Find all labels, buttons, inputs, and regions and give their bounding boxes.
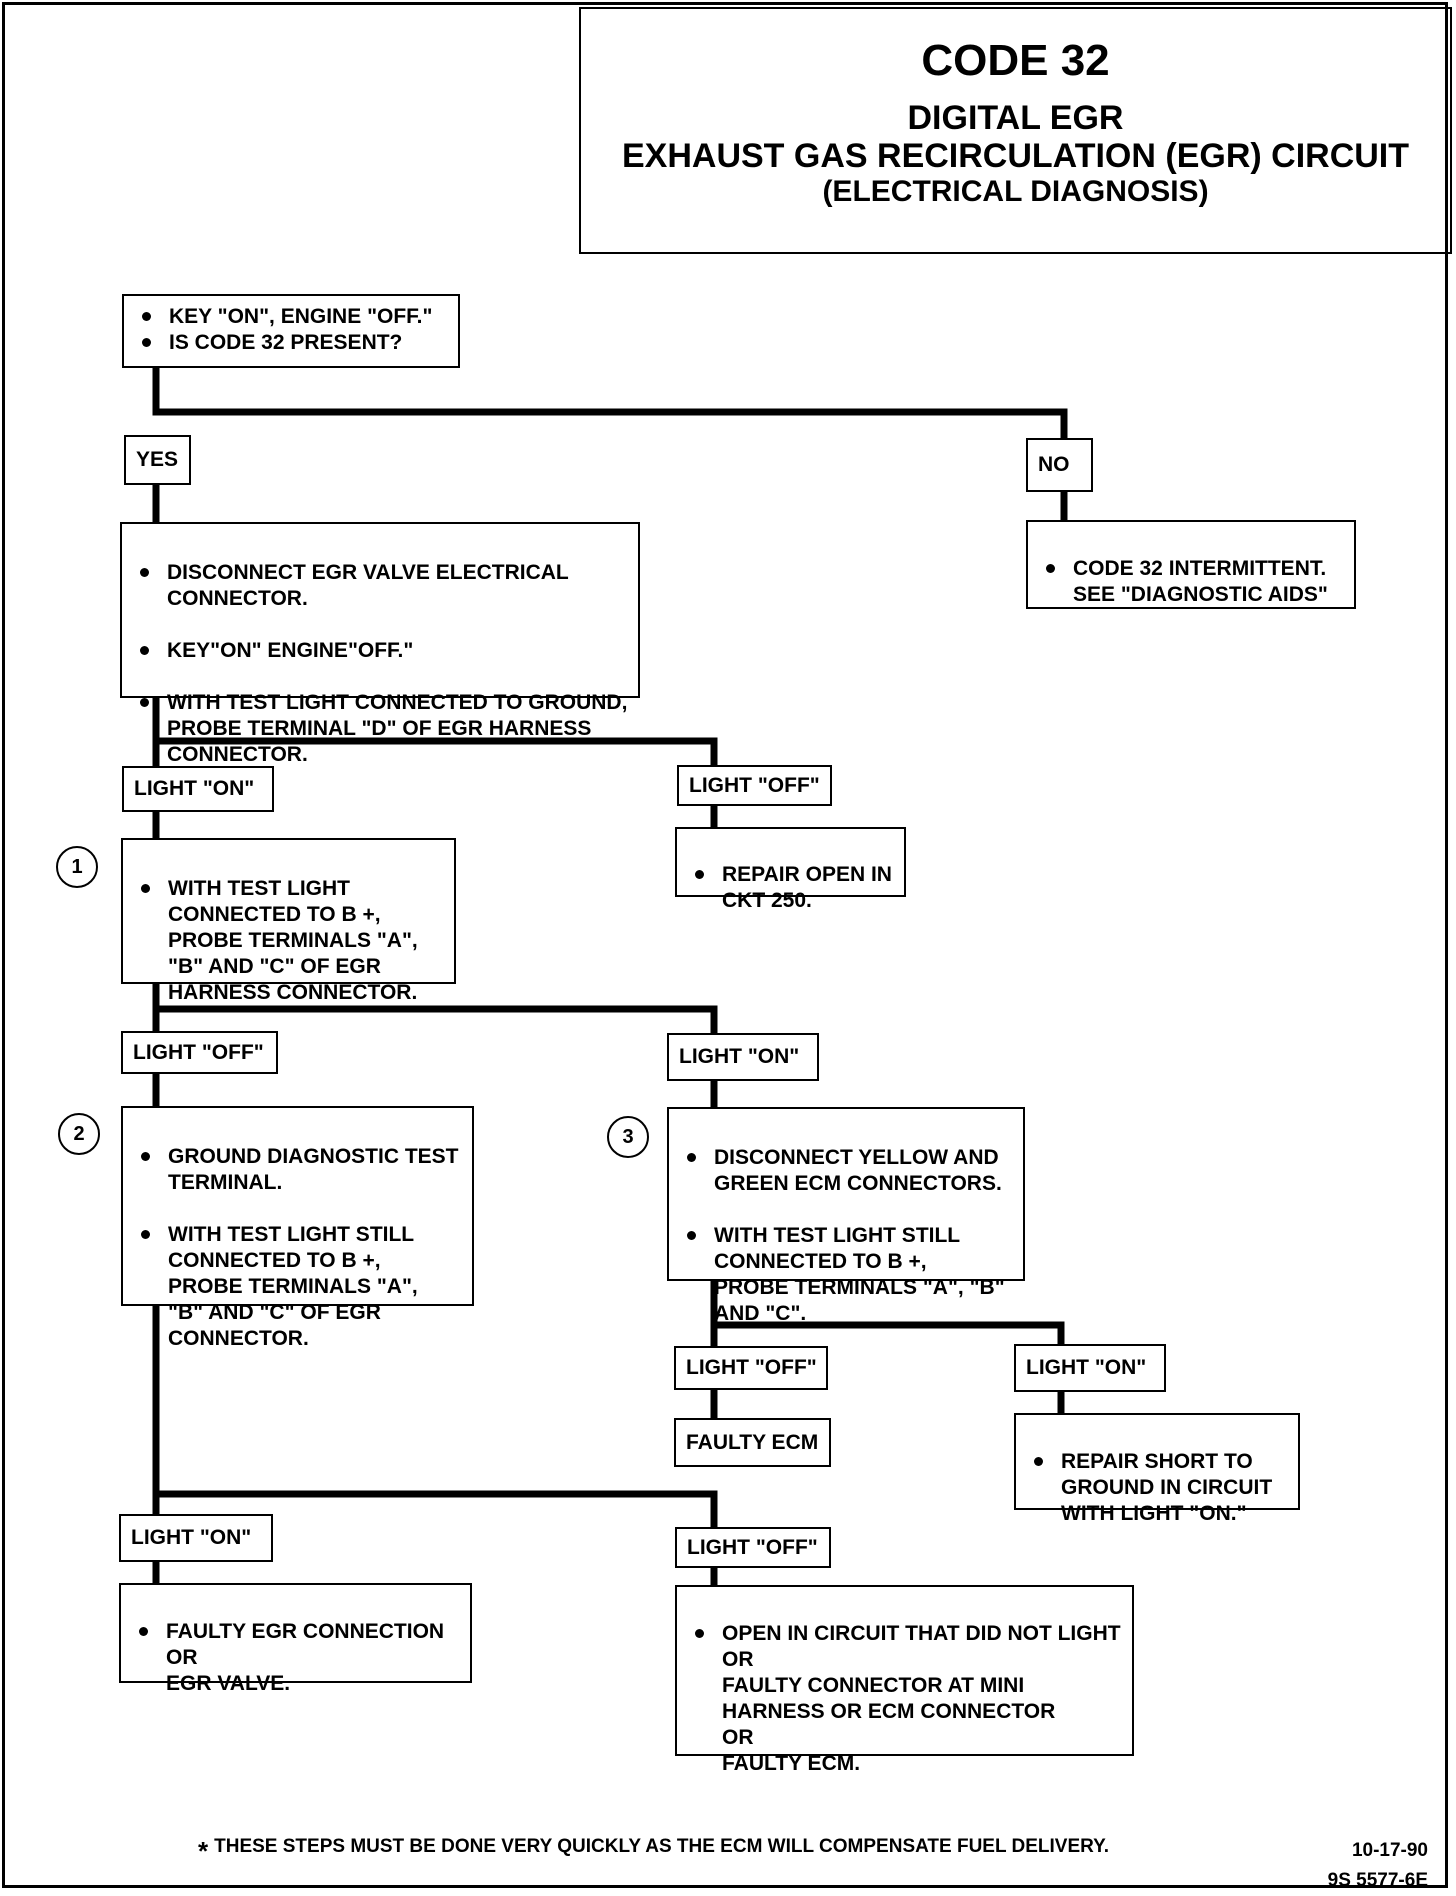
subtitle-line-2: EXHAUST GAS RECIRCULATION (EGR) CIRCUIT [621,137,1410,175]
repair-open-item: REPAIR OPEN IN CKT 250. [691,862,896,914]
footnote-asterisk: * [198,1836,209,1866]
light-on-label-4: LIGHT "ON" [119,1514,273,1562]
document-code: 9S 5577-6E [1327,1870,1428,1891]
faulty-egr-box: FAULTY EGR CONNECTION OR EGR VALVE. [119,1583,472,1695]
open-circuit-box: OPEN IN CIRCUIT THAT DID NOT LIGHT OR FA… [675,1585,1134,1775]
step-1-marker: 1 [56,846,98,888]
faulty-egr-item: FAULTY EGR CONNECTION OR EGR VALVE. [135,1619,462,1697]
light-on-label-2: LIGHT "ON" [667,1033,819,1081]
step-3-marker: 3 [607,1116,649,1158]
no-item: CODE 32 INTERMITTENT. SEE "DIAGNOSTIC AI… [1042,556,1346,608]
yes-item: WITH TEST LIGHT CONNECTED TO GROUND, PRO… [136,690,630,768]
step-1-item: WITH TEST LIGHT CONNECTED TO B +, PROBE … [137,876,446,1006]
subtitle-line-1: DIGITAL EGR [907,99,1124,137]
document-reference: 10-17-90 9S 5577-6E [1328,1836,1428,1896]
light-on-label-1: LIGHT "ON" [122,766,274,812]
footnote: *THESE STEPS MUST BE DONE VERY QUICKLY A… [198,1836,1109,1867]
light-on-label-3: LIGHT "ON" [1014,1344,1166,1392]
subtitle-line-3: (ELECTRICAL DIAGNOSIS) [822,175,1209,208]
step-1-box: WITH TEST LIGHT CONNECTED TO B +, PROBE … [121,838,456,1004]
step-2-item: WITH TEST LIGHT STILL CONNECTED TO B +, … [137,1222,464,1352]
light-off-label-2: LIGHT "OFF" [121,1031,278,1074]
yes-item: KEY"ON" ENGINE"OFF." [136,638,630,664]
revision-date: 10-17-90 [1351,1840,1428,1861]
light-off-label-3: LIGHT "OFF" [674,1346,828,1390]
step-2-box: GROUND DIAGNOSTIC TEST TERMINAL. WITH TE… [121,1106,474,1350]
title-block: CODE 32 DIGITAL EGR EXHAUST GAS RECIRCUL… [579,7,1452,254]
start-item: KEY "ON", ENGINE "OFF." [138,304,450,330]
step-2-item: GROUND DIAGNOSTIC TEST TERMINAL. [137,1144,464,1196]
start-item: IS CODE 32 PRESENT? [138,330,450,356]
light-off-label-1: LIGHT "OFF" [677,765,832,806]
step-3-item: DISCONNECT YELLOW AND GREEN ECM CONNECTO… [683,1145,1015,1197]
repair-short-box: REPAIR SHORT TO GROUND IN CIRCUIT WITH L… [1014,1413,1300,1525]
open-circuit-item: OPEN IN CIRCUIT THAT DID NOT LIGHT OR FA… [691,1621,1124,1777]
code-number: CODE 32 [921,36,1110,85]
repair-short-item: REPAIR SHORT TO GROUND IN CIRCUIT WITH L… [1030,1449,1290,1527]
light-off-label-4: LIGHT "OFF" [675,1527,831,1568]
repair-open-box: REPAIR OPEN IN CKT 250. [675,827,906,912]
step-3-box: DISCONNECT YELLOW AND GREEN ECM CONNECTO… [667,1107,1025,1325]
step-3-item: WITH TEST LIGHT STILL CONNECTED TO B +, … [683,1223,1015,1327]
yes-box: DISCONNECT EGR VALVE ELECTRICAL CONNECTO… [120,522,640,766]
footnote-text: THESE STEPS MUST BE DONE VERY QUICKLY AS… [214,1836,1110,1857]
yes-label: YES [124,435,191,485]
start-box: KEY "ON", ENGINE "OFF." IS CODE 32 PRESE… [122,294,460,368]
no-box: CODE 32 INTERMITTENT. SEE "DIAGNOSTIC AI… [1026,520,1356,609]
faulty-ecm-box: FAULTY ECM [674,1418,831,1467]
no-label: NO [1026,438,1093,492]
step-2-marker: 2 [58,1113,100,1155]
yes-item: DISCONNECT EGR VALVE ELECTRICAL CONNECTO… [136,560,630,612]
